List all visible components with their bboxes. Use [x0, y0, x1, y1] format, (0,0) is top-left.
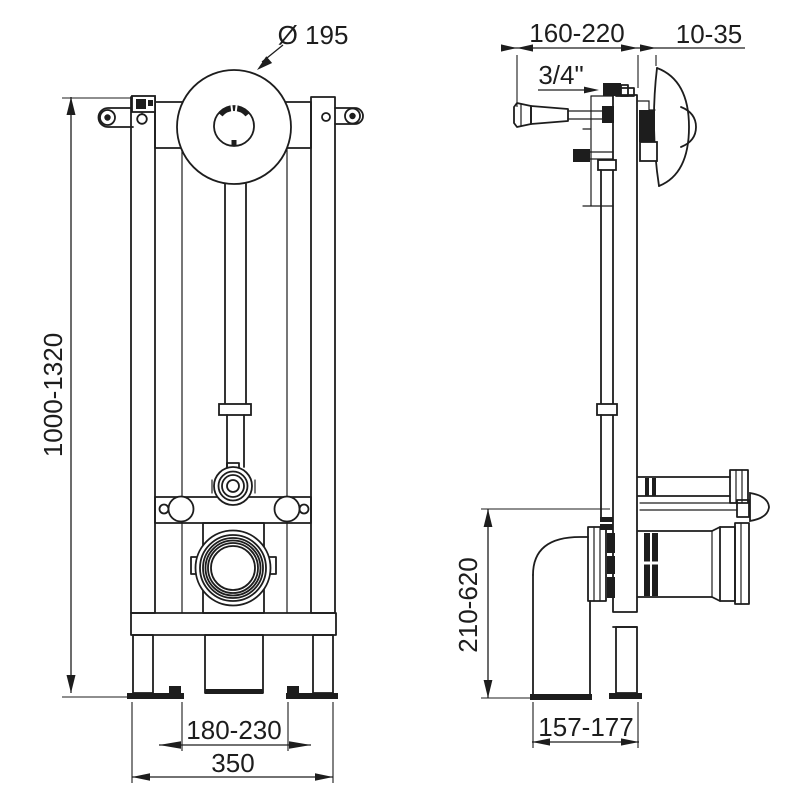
dim-label-base-depth: 157-177 — [538, 712, 633, 742]
dim-label-width: 350 — [211, 748, 254, 778]
dim-label-plate-clearance: 10-35 — [676, 19, 743, 49]
push-plate-opening — [176, 69, 292, 185]
fixing-clip — [131, 95, 156, 125]
flush-handle — [513, 83, 629, 162]
inlet-pipe — [637, 469, 770, 523]
dim-label-diameter: Ø 195 — [278, 20, 349, 50]
threaded-rods — [181, 147, 288, 614]
wall-bracket-left — [97, 107, 134, 128]
dim-label-depth-range: 160-220 — [529, 18, 624, 48]
dim-label-height: 1000-1320 — [38, 333, 68, 457]
flush-pipe-front — [218, 183, 252, 468]
pipe-union — [211, 462, 256, 506]
frame-rail-side — [609, 87, 642, 699]
front-dimensions: 1000-1320 180-230 350 Ø 195 — [38, 20, 348, 783]
drain-elbow — [530, 526, 615, 700]
outlet-connector — [637, 522, 750, 605]
fixing-knobs — [158, 495, 310, 523]
dim-label-water-inlet: 3/4" — [538, 60, 583, 90]
front-view — [97, 69, 364, 699]
flush-plate — [639, 67, 697, 187]
side-view — [513, 67, 770, 700]
mounting-bracket-side — [582, 95, 656, 207]
frame-base-front — [127, 612, 338, 699]
wall-bracket-right — [321, 107, 364, 125]
dim-label-outlet-height: 210-620 — [453, 557, 483, 652]
drain-fitting — [190, 522, 277, 614]
dim-label-foot-spacing: 180-230 — [186, 715, 281, 745]
side-dimensions: 160-220 10-35 3/4" 210-620 157-177 — [453, 18, 745, 748]
flush-pipe-side — [596, 159, 618, 530]
